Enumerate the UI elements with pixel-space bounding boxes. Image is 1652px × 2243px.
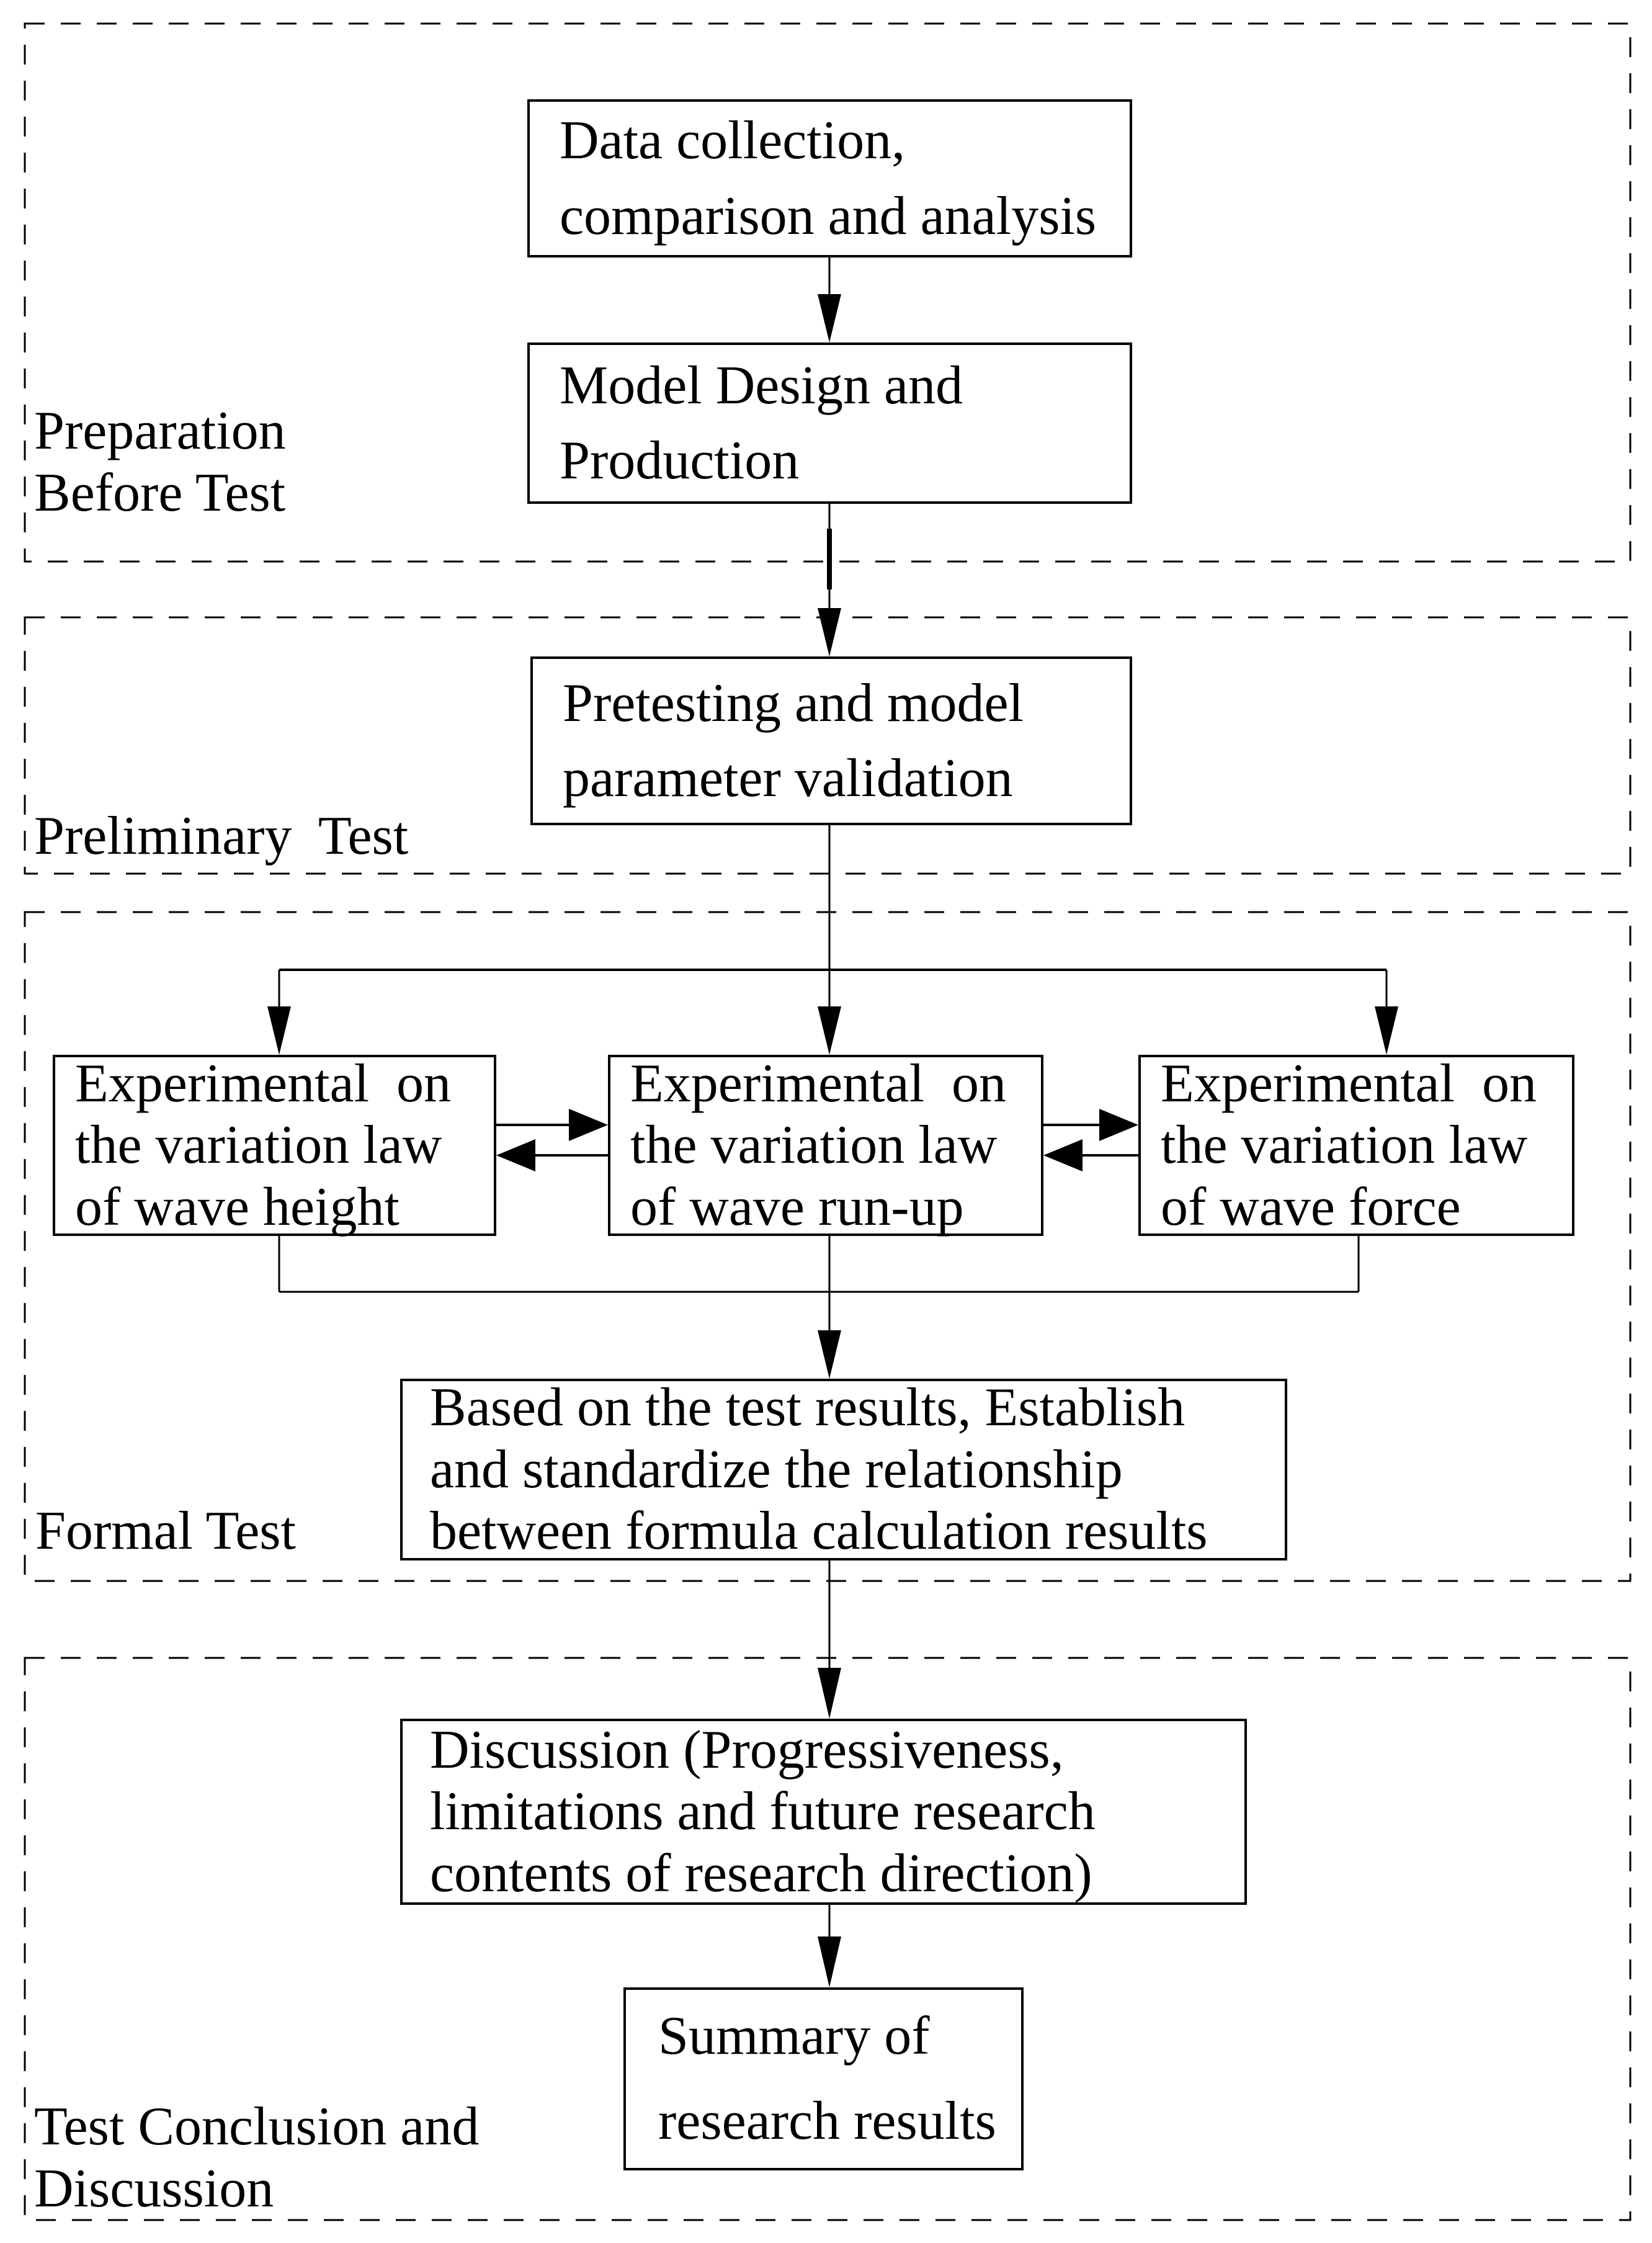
flow-node-summary-label: Summary of research results — [658, 2006, 996, 2151]
flow-node-wave-force: Experimental on the variation law of wav… — [1138, 1053, 1574, 1237]
arrow-model-to-pretesting — [818, 504, 841, 656]
flow-node-pretesting-label: Pretesting and model parameter validatio… — [563, 673, 1024, 808]
section-label-test-conclusion-discussion: Test Conclusion and Discussion — [34, 2097, 480, 2219]
flow-node-data-collection: Data collection, comparison and analysis — [527, 99, 1132, 257]
flow-node-wave-height-label: Experimental on the variation law of wav… — [75, 1053, 452, 1237]
flow-node-wave-height: Experimental on the variation law of wav… — [53, 1053, 496, 1237]
flow-node-wave-runup-label: Experimental on the variation law of wav… — [630, 1053, 1007, 1237]
flow-node-summary: Summary of research results — [623, 1987, 1024, 2170]
arrow-height-runup-bidirectional — [496, 1109, 608, 1171]
arrow-data-to-model — [818, 257, 841, 342]
section-label-preparation-before-test: Preparation Before Test — [34, 401, 286, 524]
arrow-discussion-to-summary — [818, 1905, 841, 1987]
flow-node-model-design-label: Model Design and Production — [560, 355, 963, 491]
flow-node-discussion-label: Discussion (Progressiveness, limitations… — [430, 1719, 1096, 1904]
arrow-runup-force-bidirectional — [1043, 1109, 1138, 1171]
flow-node-establish-relationship-label: Based on the test results, Establish and… — [430, 1377, 1208, 1562]
arrow-establish-to-discussion — [818, 1560, 841, 1719]
region-preparation-border — [24, 22, 1632, 563]
flow-node-discussion: Discussion (Progressiveness, limitations… — [400, 1719, 1247, 1905]
region-conclusion-border — [24, 1657, 1632, 2221]
section-label-formal-test: Formal Test — [35, 1501, 296, 1561]
flow-node-pretesting: Pretesting and model parameter validatio… — [530, 656, 1132, 825]
flow-node-establish-relationship: Based on the test results, Establish and… — [400, 1377, 1287, 1562]
branch-pretesting-to-experiments — [267, 825, 1398, 1055]
region-formal-border — [24, 911, 1632, 1582]
flow-node-model-design: Model Design and Production — [527, 342, 1132, 504]
flow-node-wave-runup: Experimental on the variation law of wav… — [608, 1053, 1043, 1237]
collector-experiments-to-establish — [278, 1236, 1360, 1379]
flow-node-wave-force-label: Experimental on the variation law of wav… — [1161, 1053, 1537, 1237]
flow-node-data-collection-label: Data collection, comparison and analysis — [560, 110, 1097, 246]
section-label-preliminary-test: Preliminary Test — [34, 806, 409, 866]
